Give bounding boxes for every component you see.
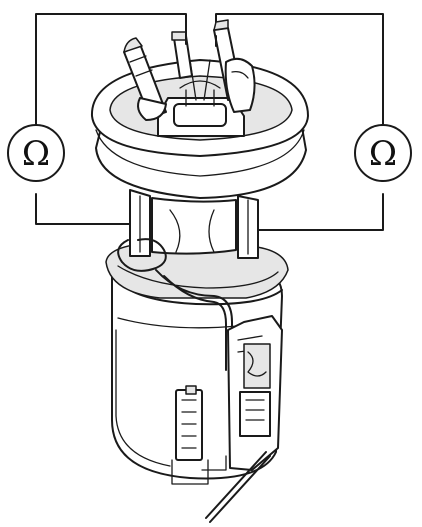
ohmmeter-icon [354,124,412,182]
fuel-hose [117,238,233,371]
fuel-return-nozzle [171,31,193,79]
guide-rods [129,189,259,259]
left-ohm-symbol: Ω [22,134,50,174]
right-ohmmeter: Ω [354,124,412,182]
pump-motor [171,385,227,485]
ohmmeter-icon [7,124,65,182]
probe-tips [185,29,217,47]
fuel-level-sender [205,315,283,523]
left-ohmmeter: Ω [7,124,65,182]
right-ohm-symbol: Ω [369,134,397,174]
electrical-connector [157,59,245,137]
fuel-supply-nozzle [123,37,167,121]
vent-nozzle [213,19,256,113]
